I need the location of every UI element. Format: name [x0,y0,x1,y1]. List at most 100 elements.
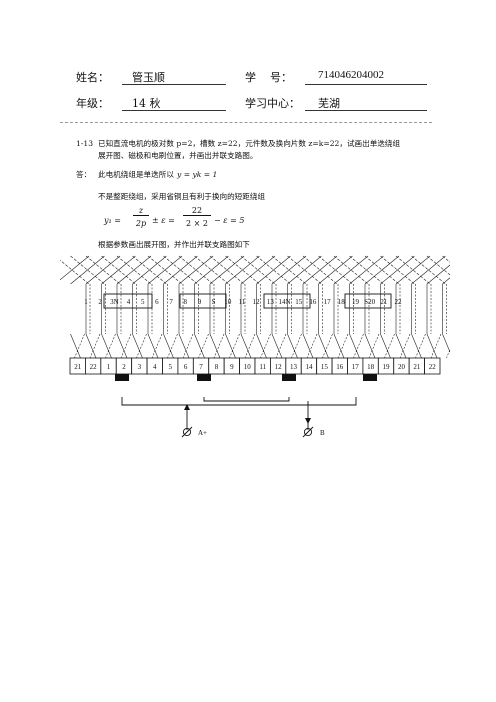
bottom-end-connection-line [322,333,333,359]
brush-block [282,374,296,381]
formula-rhs: − ε = 5 [214,216,245,225]
bottom-end-connection-line [120,333,132,359]
center-label: 学习中心： [245,97,300,110]
top-end-connection-line [225,255,260,285]
terminal-symbol-icon [181,426,193,438]
commutator-segment-label: 22 [90,363,98,371]
commutator-segment-label: 11 [259,363,266,371]
commutator-segment [424,357,441,375]
slot-number-label: 13 [267,298,275,306]
slot-number-label: 9 [198,298,202,306]
top-end-connection-line [333,255,369,285]
bottom-end-connection-line [415,333,426,359]
top-end-connection-line [349,255,384,285]
slot-number-label: 6 [155,298,159,306]
pole-box [103,293,153,309]
bottom-end-connection-line [380,333,391,359]
bottom-end-connection-line [198,333,209,359]
slot-number-label: 15 [295,298,303,306]
bottom-end-connection-line [132,333,143,359]
bottom-end-connection-line [151,333,163,359]
top-end-connection-line [147,255,183,285]
commutator-segment-label: 5 [168,363,172,371]
winding-lines [60,255,450,359]
grade-label: 年级： [76,97,109,110]
top-end-connection-line [240,255,276,285]
top-end-connection-line [70,255,105,285]
bottom-end-connection-line [240,333,252,359]
brush-block [363,374,377,381]
magnetic-pole-boxes [103,293,392,309]
brush-labels: A+B [198,429,325,437]
slot-number-label: 17 [324,298,332,306]
top-end-connection-line [395,255,431,285]
top-end-connection-line [116,255,152,285]
top-end-connection-line [302,255,338,285]
bottom-end-connection-line [364,333,376,359]
top-end-connection-line [101,255,136,285]
terminal-symbol-icon [302,426,314,438]
id-value: 714046204002 [318,69,384,81]
bottom-end-connection-line [136,333,147,359]
bottom-end-connection-line [333,333,345,359]
slot-number-label: 12 [253,298,261,306]
top-end-connection-line [132,255,167,285]
bottom-end-connection-line [163,333,174,359]
top-end-connection-line [60,259,90,285]
formula-lhs: y₁ = [104,216,121,225]
top-end-connection-line [364,255,400,285]
top-end-connection-line [411,255,446,285]
formula-middle: ± ε = [152,216,175,225]
bottom-end-connection-line [182,333,194,359]
commutator-segment-label: 21 [413,363,421,371]
arrow-down-icon [305,418,311,424]
top-end-connection-line [85,255,121,285]
slot-number-label: 1 [84,298,88,306]
separator-line [60,122,432,123]
slot-number-label: 4 [127,298,131,306]
commutator-segment-label: 3 [138,363,142,371]
brush-label-b: B [320,429,325,437]
top-end-connection-line [256,255,291,285]
bottom-end-connection-line [337,333,349,359]
commutator-segment-label: 20 [398,363,406,371]
bottom-end-connection-line [167,333,178,359]
slot-number-label: 2 [98,298,102,306]
bottom-end-connection-line [302,333,314,359]
slot-number-label: 3N [110,298,119,306]
grade-value: 14 秋 [132,97,161,110]
answer-equation-1: y = yk = 1 [177,170,218,179]
bottom-end-connection-line [426,333,438,359]
top-end-connection-line [240,255,276,285]
grade-underline [122,110,226,111]
question-line-2: 展开图、磁极和电刷位置，并画出并联支路图。 [98,151,258,160]
top-end-connection-line [163,255,198,285]
bottom-end-connection-line [287,333,298,359]
name-label: 姓名： [76,71,109,84]
bottom-end-connection-line [105,333,116,359]
top-end-connection-line [302,255,338,285]
bottom-end-connection-line [101,333,112,359]
commutator-segment-label: 10 [244,363,252,371]
terminal-symbol-icon [303,427,313,437]
top-end-connection-line [442,277,450,285]
bottom-end-connection-line [446,348,450,359]
commutator-segment-label: 7 [199,363,203,371]
bottom-end-connection-line [260,333,271,359]
formula-fraction-2-numerator: 22 [183,206,211,216]
id-label: 学 号： [245,71,292,84]
slot-number-label: 5 [141,298,145,306]
bottom-end-connection-line [74,333,85,359]
id-underline [305,84,427,85]
commutator-segment-label: 1 [107,363,111,371]
slot-number-label: 22 [395,298,403,306]
formula-fraction-1-numerator: z [133,206,149,216]
pole-box [179,293,227,309]
top-end-connection-line [380,255,415,285]
answer-label: 答： [76,170,92,179]
top-end-connection-line [178,255,214,285]
top-end-connection-line [333,255,369,285]
top-end-connection-line [380,255,415,285]
bottom-end-connection-line [244,333,256,359]
